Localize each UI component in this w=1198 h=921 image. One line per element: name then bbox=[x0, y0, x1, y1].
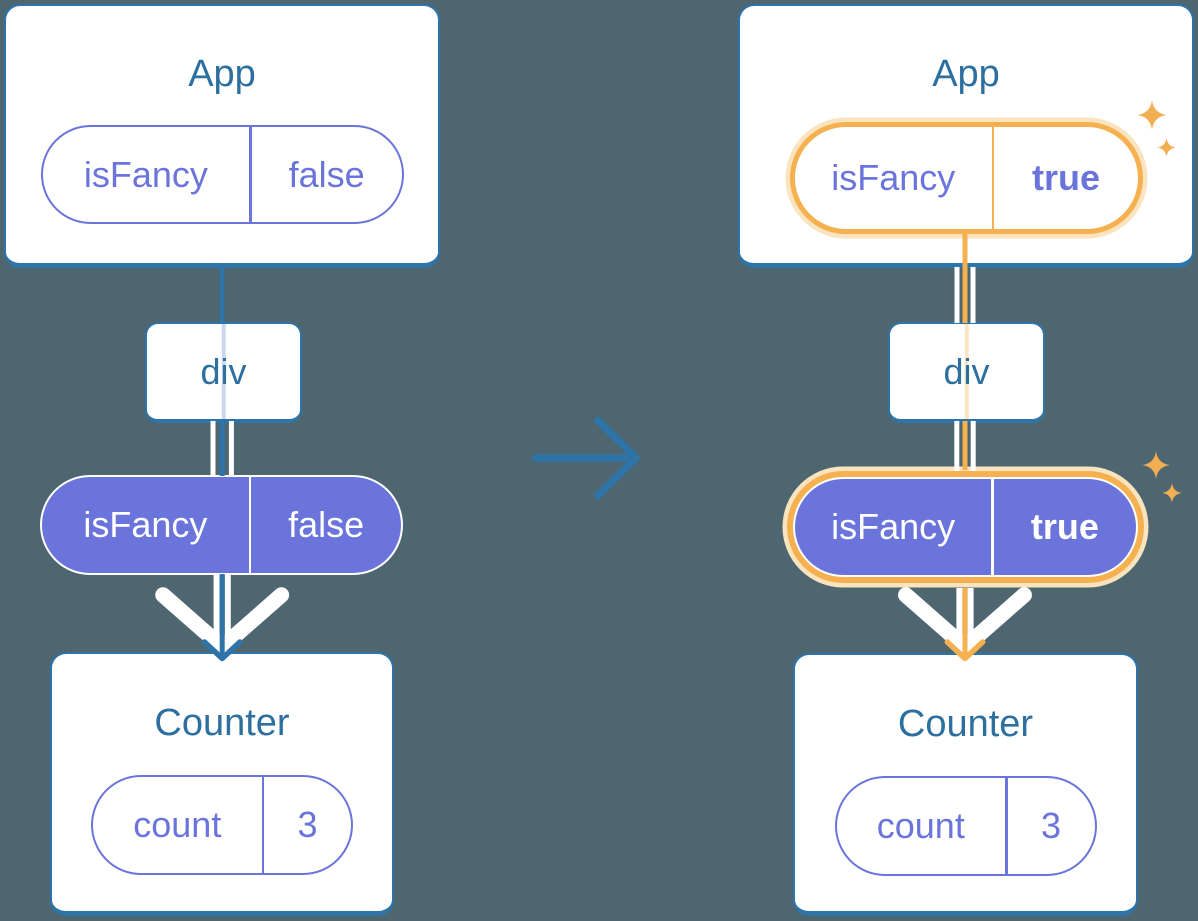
state-thread-through-div-right bbox=[964, 324, 969, 419]
state-thread-through-div-left bbox=[221, 324, 226, 419]
pill-divider bbox=[248, 477, 252, 573]
prop-pill-isfancy-app-left: isFancy false bbox=[40, 125, 404, 224]
component-title-app-right: App bbox=[932, 53, 1000, 95]
app-component-card-left: App isFancy false bbox=[4, 4, 440, 268]
component-title-counter-left: Counter bbox=[154, 702, 290, 744]
pill-divider bbox=[991, 479, 994, 575]
pill-divider bbox=[249, 127, 252, 222]
pill-value: false bbox=[288, 504, 365, 545]
div-element-box-right: div bbox=[888, 322, 1045, 423]
right-prop-thread bbox=[898, 229, 1032, 662]
pill-value: true bbox=[1031, 157, 1100, 198]
pill-key: isFancy bbox=[831, 157, 956, 198]
sparkle-icon bbox=[1142, 451, 1171, 480]
app-component-card-right: App isFancy true bbox=[738, 4, 1194, 268]
arrow-head bbox=[594, 416, 640, 500]
prop-pill-isfancy-app-right: isFancy true bbox=[789, 122, 1143, 234]
div-label-right: div bbox=[943, 350, 990, 392]
component-title-counter-right: Counter bbox=[897, 703, 1034, 745]
pill-value: 3 bbox=[1041, 805, 1062, 846]
down-chevron-icon bbox=[898, 587, 1032, 655]
pill-key: isFancy bbox=[831, 506, 956, 547]
state-pill-count-left: count 3 bbox=[91, 775, 353, 875]
pill-key: isFancy bbox=[83, 153, 208, 195]
div-element-box-left: div bbox=[145, 322, 302, 423]
down-chevron-icon bbox=[155, 587, 290, 655]
pill-value: false bbox=[288, 153, 365, 195]
pill-key: count bbox=[133, 804, 222, 845]
div-label-left: div bbox=[200, 350, 247, 392]
state-pill-count-right: count 3 bbox=[834, 776, 1097, 876]
sparkle-icon bbox=[1162, 483, 1182, 503]
state-pill-isfancy-right: isFancy true bbox=[793, 477, 1138, 577]
component-title-app-left: App bbox=[188, 53, 256, 95]
pill-value: 3 bbox=[297, 804, 318, 845]
counter-component-card-right: Counter count 3 bbox=[793, 653, 1138, 916]
pill-value: true bbox=[1030, 506, 1099, 547]
state-pill-isfancy-left: isFancy false bbox=[40, 475, 403, 575]
pill-divider bbox=[991, 127, 995, 229]
pill-key: count bbox=[876, 805, 965, 846]
transition-arrow-icon bbox=[532, 416, 640, 500]
counter-component-card-left: Counter count 3 bbox=[50, 652, 394, 916]
pill-key: isFancy bbox=[83, 504, 208, 545]
pill-divider bbox=[261, 777, 265, 873]
pill-divider bbox=[1005, 778, 1008, 874]
